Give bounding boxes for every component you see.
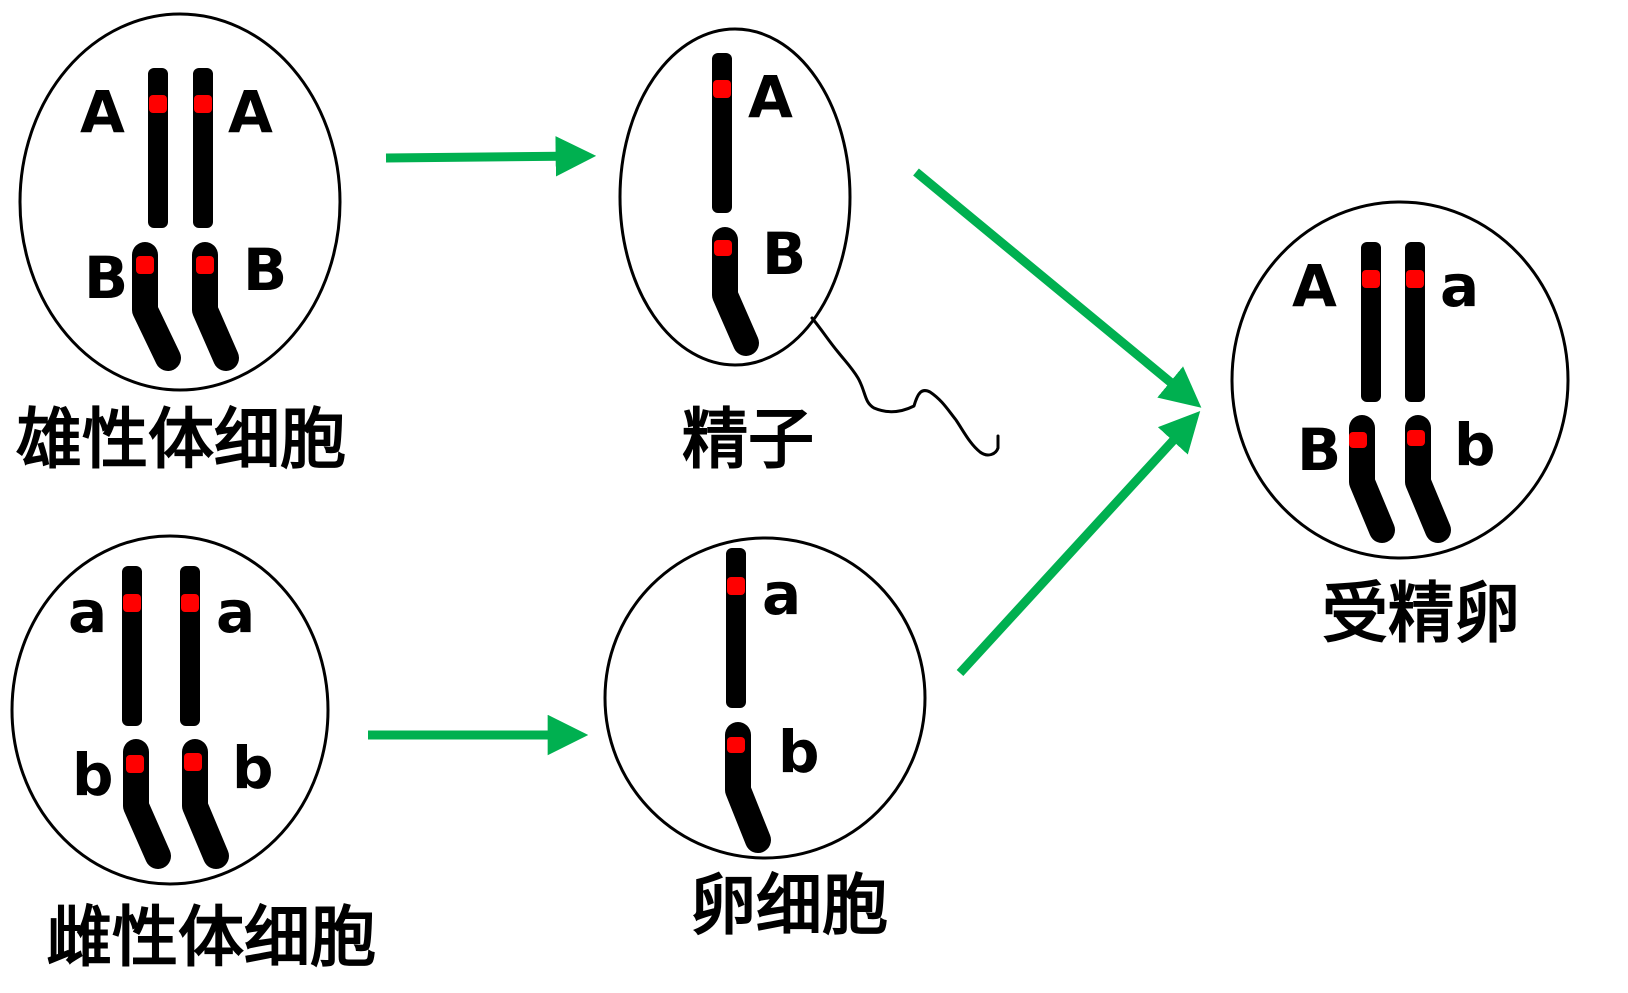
male-somatic-cell: A A B B 雄性体细胞 — [16, 12, 346, 478]
sperm-cell: A B 精子 — [618, 27, 1000, 478]
zygote-cell: A a B b 受精卵 — [1230, 200, 1570, 652]
arrow-egg-to-zygote — [956, 411, 1201, 677]
chromosome-long — [712, 53, 732, 213]
chromosome-long — [1361, 242, 1381, 402]
chromosome-long — [193, 68, 213, 228]
centromere — [1407, 430, 1425, 446]
centromere — [126, 755, 144, 773]
gene-label: A — [80, 78, 125, 146]
gene-label: b — [1454, 411, 1496, 479]
chromosome-long — [726, 548, 746, 708]
sperm-tail — [810, 316, 1000, 457]
centromere — [136, 256, 154, 274]
centromere — [713, 80, 731, 98]
centromere — [727, 737, 745, 753]
chromosome-long — [122, 566, 142, 726]
centromere — [1406, 270, 1424, 288]
cell-membrane — [18, 12, 342, 392]
arrow-sperm-to-zygote — [913, 168, 1202, 408]
chromosome-long — [180, 566, 200, 726]
gene-label: b — [232, 734, 274, 802]
gene-label: a — [762, 560, 801, 628]
cell-caption: 受精卵 — [1322, 575, 1520, 652]
centromere — [181, 594, 199, 612]
chromosome-long — [1405, 242, 1425, 402]
centromere — [149, 95, 167, 113]
chromosome-long — [148, 68, 168, 228]
gene-label: b — [778, 718, 820, 786]
gene-label: a — [68, 578, 107, 646]
female-somatic-cell: a a b b 雌性体细胞 — [10, 534, 376, 976]
centromere — [714, 240, 732, 256]
gene-label: B — [84, 244, 128, 312]
gene-label: B — [1297, 416, 1341, 484]
gene-label: b — [72, 741, 114, 809]
egg-cell: a b 卵细胞 — [603, 536, 927, 944]
gene-label: a — [1440, 252, 1479, 320]
centromere — [184, 753, 202, 771]
cell-caption: 精子 — [682, 401, 814, 478]
chromosome-short — [725, 722, 771, 853]
arrow-male-to-sperm — [385, 136, 597, 177]
gene-label: B — [762, 220, 806, 288]
cell-membrane — [1230, 200, 1570, 560]
centromere — [1349, 432, 1367, 448]
centromere — [727, 577, 745, 595]
chromosome-short — [712, 227, 759, 356]
gene-label: B — [243, 236, 287, 304]
centromere — [194, 95, 212, 113]
cell-membrane — [618, 27, 852, 367]
gene-label: A — [1292, 252, 1337, 320]
cell-caption: 雌性体细胞 — [46, 899, 376, 976]
gene-label: A — [748, 63, 793, 131]
cell-membrane — [10, 534, 330, 886]
cell-membrane — [603, 536, 927, 860]
centromere — [1362, 270, 1380, 288]
cell-caption: 雄性体细胞 — [16, 401, 346, 478]
gene-label: A — [228, 78, 273, 146]
cell-caption: 卵细胞 — [690, 867, 888, 944]
gene-label: a — [216, 578, 255, 646]
centromere — [196, 256, 214, 274]
centromere — [123, 594, 141, 612]
